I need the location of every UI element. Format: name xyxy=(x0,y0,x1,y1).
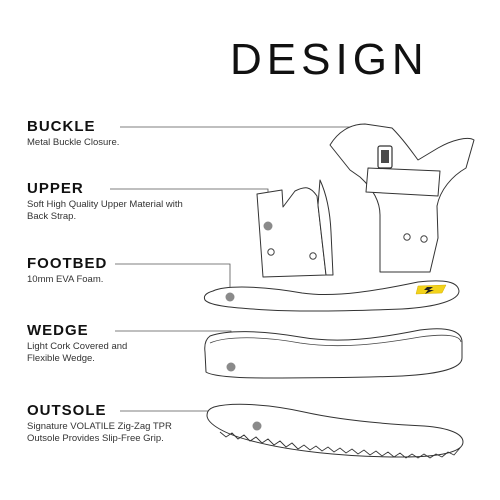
upper-heel-counter xyxy=(317,179,334,276)
footbed-part xyxy=(203,280,460,312)
outsole-heading: OUTSOLE xyxy=(27,402,107,419)
footbed-description: 10mm EVA Foam. xyxy=(27,274,104,285)
rivet xyxy=(267,248,275,256)
rivet xyxy=(403,233,411,241)
wedge-top-edge xyxy=(209,334,462,347)
upper-strap-band xyxy=(365,167,441,197)
upper-back-strap xyxy=(329,123,475,273)
outsole-zigzag-tread xyxy=(219,431,461,459)
upper-marker-dot xyxy=(263,221,273,231)
outsole-marker-dot xyxy=(252,421,262,431)
buckle-heading: BUCKLE xyxy=(27,118,96,135)
upper-rivets xyxy=(267,233,428,260)
wedge-outline xyxy=(204,328,463,379)
footbed-heading: FOOTBED xyxy=(27,255,108,272)
rivet xyxy=(309,252,317,260)
footbed-marker-dot xyxy=(225,292,235,302)
outsole-part xyxy=(206,403,464,459)
footbed-leader-line xyxy=(115,263,231,296)
upper-description: Soft High Quality Upper Material with Ba… xyxy=(27,199,183,222)
footbed-brand-bolt xyxy=(424,287,434,294)
page-title: DESIGN xyxy=(230,35,429,84)
wedge-description: Light Cork Covered and Flexible Wedge. xyxy=(27,341,128,364)
outsole-outline xyxy=(206,403,464,458)
upper-leader-line xyxy=(110,188,269,225)
wedge-heading: WEDGE xyxy=(27,322,89,339)
rivet xyxy=(420,235,428,243)
outsole-description: Signature VOLATILE Zig-Zag TPR Outsole P… xyxy=(27,421,172,444)
leader-lines xyxy=(110,126,386,426)
upper-part xyxy=(256,123,475,278)
upper-front-strap xyxy=(256,187,327,278)
buckle-description: Metal Buckle Closure. xyxy=(27,137,120,148)
buckle-part xyxy=(377,145,393,169)
footbed-outline xyxy=(203,280,460,312)
buckle-prong xyxy=(381,150,389,163)
footbed-brand-badge xyxy=(415,284,447,295)
wedge-marker-dot xyxy=(226,362,236,372)
wedge-part xyxy=(204,328,463,379)
upper-heading: UPPER xyxy=(27,180,84,197)
